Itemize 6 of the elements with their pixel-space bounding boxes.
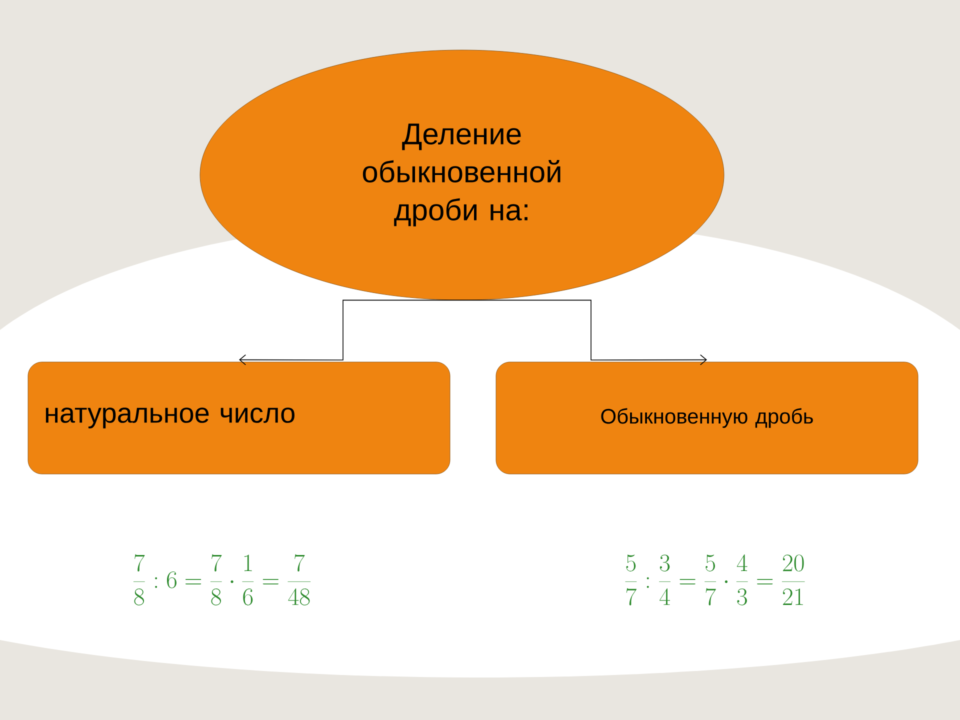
- connector-arrow: [239, 300, 462, 366]
- formula: $\frac{7}{8}:6=\frac{7}{8}\cdot\frac{1}{6}=\frac{7}{48}$: [133, 554, 311, 606]
- category-box: Обыкновенную дробь: [496, 362, 918, 474]
- connector-arrow: [462, 300, 708, 366]
- formula: $\frac{5}{7}:\frac{3}{4}=\frac{5}{7}\cdot\frac{4}{3}=\frac{20}{21}$: [625, 554, 805, 606]
- category-box: натуральное число: [28, 362, 450, 474]
